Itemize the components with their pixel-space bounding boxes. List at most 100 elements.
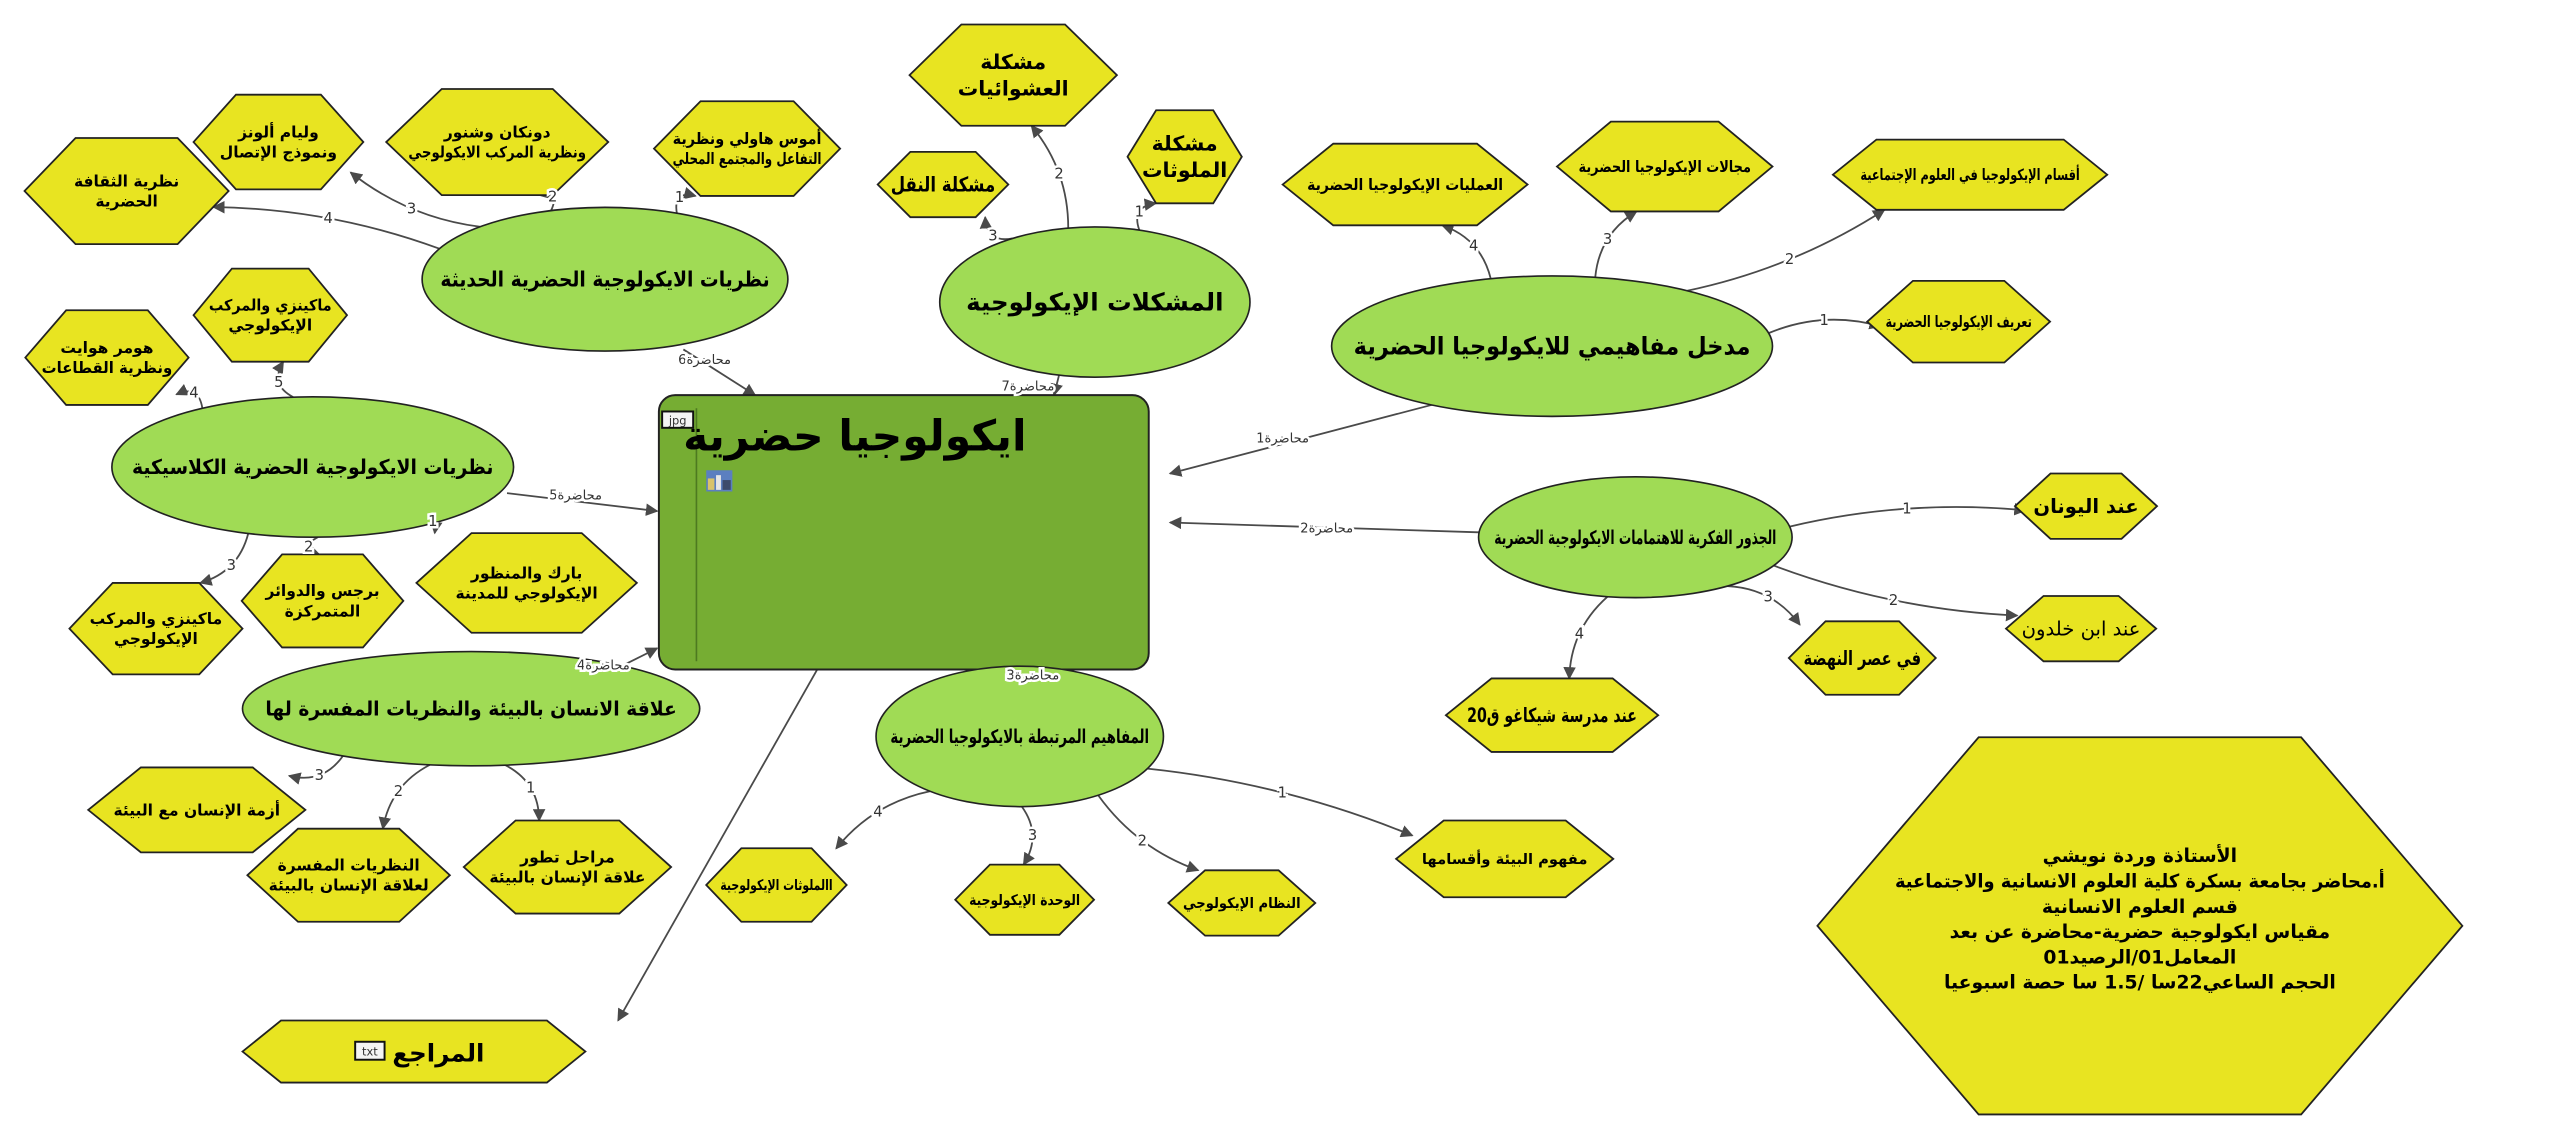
- connector-number: 3: [315, 767, 324, 784]
- center-node[interactable]: jpg ايكولوجيا حضرية: [657, 394, 1150, 671]
- subtopic-node[interactable]: عند ابن خلدون: [2004, 595, 2158, 663]
- center-title: ايكولوجيا حضرية: [683, 413, 1026, 462]
- subtopic-label-line: بارك والمنظور: [470, 564, 582, 582]
- lecture-connector: [1168, 516, 1479, 534]
- hexagon-shape: [704, 847, 848, 923]
- subtopic-label-line: المتمركزة: [285, 602, 361, 620]
- topic-node-relation[interactable]: علاقة الانسان بالبيئة والنظريات المفسرة …: [241, 650, 701, 767]
- topic-node-modern[interactable]: نظريات الايكولوجية الحضرية الحديثة: [421, 206, 789, 352]
- subtopic-label-line: الإيكولوجي: [228, 317, 312, 336]
- lecture-label: محاضرة2: [1300, 521, 1353, 536]
- hexagon-shape: [1787, 620, 1938, 696]
- jpg-attachment-badge[interactable]: jpg: [661, 410, 695, 429]
- subtopic-node[interactable]: االملوثات الإيكولوجية: [704, 847, 848, 923]
- subtopic-label: ماكينزي والمركب الإيكولوجي: [209, 296, 332, 335]
- ellipse-shape: [875, 665, 1165, 808]
- topic-label: علاقة الانسان بالبيئة والنظريات المفسرة …: [265, 698, 676, 721]
- subtopic-label-line: ماكينزي والمركب: [209, 296, 332, 315]
- child-connector: [505, 764, 546, 822]
- subtopic-label-line: نظرية الثقافة: [74, 172, 179, 190]
- child-connector: [272, 360, 294, 398]
- child-connector: [287, 755, 344, 785]
- subtopic-label-line: النظام الإيكولوجي: [1183, 895, 1301, 912]
- subtopic-node[interactable]: تعريف الإيكولوجيا الحضرية: [1865, 279, 2052, 364]
- topic-node-roots[interactable]: الجذور الفكرية للاهتمامات الايكولوجية ال…: [1477, 475, 1793, 599]
- txt-badge-label: txt: [362, 1045, 378, 1059]
- hexagon-shape: [1865, 279, 2052, 364]
- subtopic-node[interactable]: في عصر النهضة: [1787, 620, 1938, 696]
- connector-number: 2: [1889, 592, 1898, 609]
- subtopic-label-line: عند اليونان: [2033, 495, 2138, 518]
- subtopic-label-line: ونموذج الإتصال: [220, 144, 337, 162]
- lecture-label: محاضرة3: [1006, 668, 1059, 683]
- city-image-thumbnail[interactable]: [706, 470, 733, 492]
- node-layer: jpg ايكولوجيا حضرية تعريف الإيكولوجيا ال…: [23, 23, 2464, 1116]
- subtopic-label-line: الحضرية: [95, 193, 157, 211]
- course-info-line: الأستاذة وردة نويشي: [2043, 844, 2237, 867]
- topic-node-problems[interactable]: المشكلات الإيكولوجية: [938, 226, 1251, 379]
- topic-node-concepts[interactable]: المفاهيم المرتبطة بالايكولوجيا الحضرية: [875, 665, 1165, 808]
- topic-label: الجذور الفكرية للاهتمامات الايكولوجية ال…: [1494, 528, 1776, 549]
- subtopic-node[interactable]: مجالات الإيكولوجيا الحضرية: [1555, 120, 1774, 213]
- subtopic-node[interactable]: مفهوم البيئة وأقسامها: [1394, 819, 1615, 899]
- hexagon-shape: [953, 863, 1096, 936]
- course-info-line: المعامل01/الرصيد01: [2043, 947, 2236, 968]
- connector-number: 1: [526, 780, 535, 797]
- subtopic-node[interactable]: أزمة الإنسان مع البيئة: [86, 766, 307, 854]
- hexagon-shape: [23, 137, 230, 246]
- hexagon-shape: [1166, 869, 1317, 937]
- child-connector: [1789, 503, 2027, 528]
- subtopic-node[interactable]: العمليات الإيكولوجيا الحضرية: [1281, 142, 1529, 227]
- subtopic-label-line: ماكينزي والمركب: [90, 610, 223, 629]
- subtopic-label-line: مفهوم البيئة وأقسامها: [1422, 849, 1588, 868]
- subtopic-node[interactable]: أقسام الإيكولوجيا في العلوم الإجتماعية: [1831, 138, 2109, 211]
- subtopic-node[interactable]: الوحدة الإيكولوجية: [953, 863, 1096, 936]
- child-connector: [1773, 564, 2019, 622]
- subtopic-label-line: الملوثات: [1142, 158, 1227, 182]
- hexagon-shape: [241, 1019, 587, 1084]
- subtopic-node[interactable]: ماكينزي والمركب الإيكولوجي: [192, 267, 349, 363]
- topic-node-intro[interactable]: مدخل مفاهيمي للايكولوجيا الحضرية: [1330, 275, 1774, 418]
- lecture-label: محاضرة5: [549, 489, 602, 504]
- subtopic-node[interactable]: عند مدرسة شيكاغو ق20: [1444, 677, 1660, 753]
- subtopic-label: عند اليونان: [2033, 495, 2138, 518]
- ellipse-shape: [1477, 475, 1793, 599]
- connector-number: 1: [428, 513, 437, 530]
- lecture-label: محاضرة6: [678, 353, 731, 368]
- connector-number: 2: [1054, 165, 1063, 182]
- subtopic-label: االملوثات الإيكولوجية: [720, 877, 832, 894]
- subtopic-label-line: ونظرية المركب الايكولوجي: [408, 144, 586, 163]
- connector-number: 1: [1278, 785, 1287, 802]
- child-connector: [306, 536, 321, 557]
- subtopic-label-line: مشكلة: [980, 50, 1046, 74]
- hexagon-shape: [1831, 138, 2109, 211]
- subtopic-label-line: الإيكولوجي: [114, 630, 198, 649]
- subtopic-node[interactable]: نظرية الثقافة الحضرية: [23, 137, 230, 246]
- hexagon-shape: [876, 150, 1010, 219]
- topic-node-classic[interactable]: نظريات الايكولوجية الحضرية الكلاسيكية: [111, 395, 515, 539]
- subtopic-label-line: أقسام الإيكولوجيا في العلوم الإجتماعية: [1860, 165, 2079, 185]
- txt-attachment-badge[interactable]: txt: [354, 1040, 386, 1061]
- subtopic-node[interactable]: النظام الإيكولوجي: [1166, 869, 1317, 937]
- subtopic-label-line: مراحل تطور: [519, 848, 615, 866]
- subtopic-node[interactable]: مشكلة النقل: [876, 150, 1010, 219]
- subtopic-node[interactable]: عند اليونان: [2013, 472, 2159, 540]
